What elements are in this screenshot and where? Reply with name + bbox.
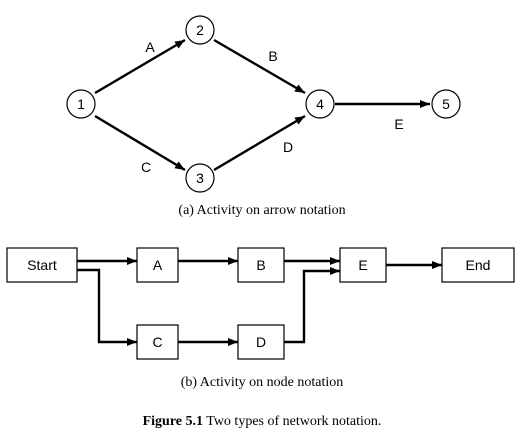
- event-node-3-label: 3: [196, 170, 204, 186]
- event-node-5-label: 5: [442, 96, 450, 112]
- figure-caption: Figure 5.1 Two types of network notation…: [143, 414, 382, 429]
- activity-d-label: D: [283, 139, 293, 155]
- node-e: E: [339, 247, 387, 283]
- aoa-diagram: A B C D E 1 2 3 4 5 (a) Activity on arro…: [66, 15, 461, 218]
- node-end-label: End: [466, 257, 491, 273]
- connector-d-e: [284, 267, 340, 344]
- aon-diagram: Start A B E End C D (b) Activity on node…: [6, 247, 515, 390]
- activity-a-label: A: [145, 39, 155, 55]
- event-node-2-label: 2: [196, 22, 204, 38]
- node-b: B: [237, 247, 285, 283]
- node-d-label: D: [256, 334, 266, 350]
- activity-e-label: E: [394, 116, 403, 132]
- activity-d-arrow: [213, 114, 306, 172]
- activity-b-arrow: [213, 38, 306, 95]
- caption-a: (a) Activity on arrow notation: [178, 203, 345, 218]
- caption-b: (b) Activity on node notation: [181, 375, 344, 390]
- activity-c-arrow: [94, 114, 186, 172]
- node-start-label: Start: [27, 257, 57, 273]
- event-node-4-label: 4: [316, 96, 324, 112]
- node-b-label: B: [256, 257, 265, 273]
- node-a-label: A: [153, 257, 163, 273]
- node-e-label: E: [358, 257, 367, 273]
- activity-a-arrow: [94, 38, 186, 95]
- connector-start-c: [77, 268, 137, 346]
- node-c-label: C: [152, 334, 162, 350]
- event-node-1: 1: [66, 89, 96, 119]
- node-d: D: [237, 324, 285, 360]
- event-node-3: 3: [185, 163, 215, 193]
- node-a: A: [136, 247, 179, 283]
- node-end: End: [441, 247, 515, 283]
- node-c: C: [136, 324, 179, 360]
- event-node-5: 5: [431, 89, 461, 119]
- activity-c-label: C: [141, 159, 151, 175]
- event-node-2: 2: [185, 15, 215, 45]
- event-node-1-label: 1: [77, 96, 85, 112]
- figure-title: Two types of network notation.: [203, 414, 381, 429]
- figure-number: Figure 5.1: [143, 414, 203, 429]
- event-node-4: 4: [305, 89, 335, 119]
- node-start: Start: [6, 247, 78, 283]
- activity-b-label: B: [268, 48, 277, 64]
